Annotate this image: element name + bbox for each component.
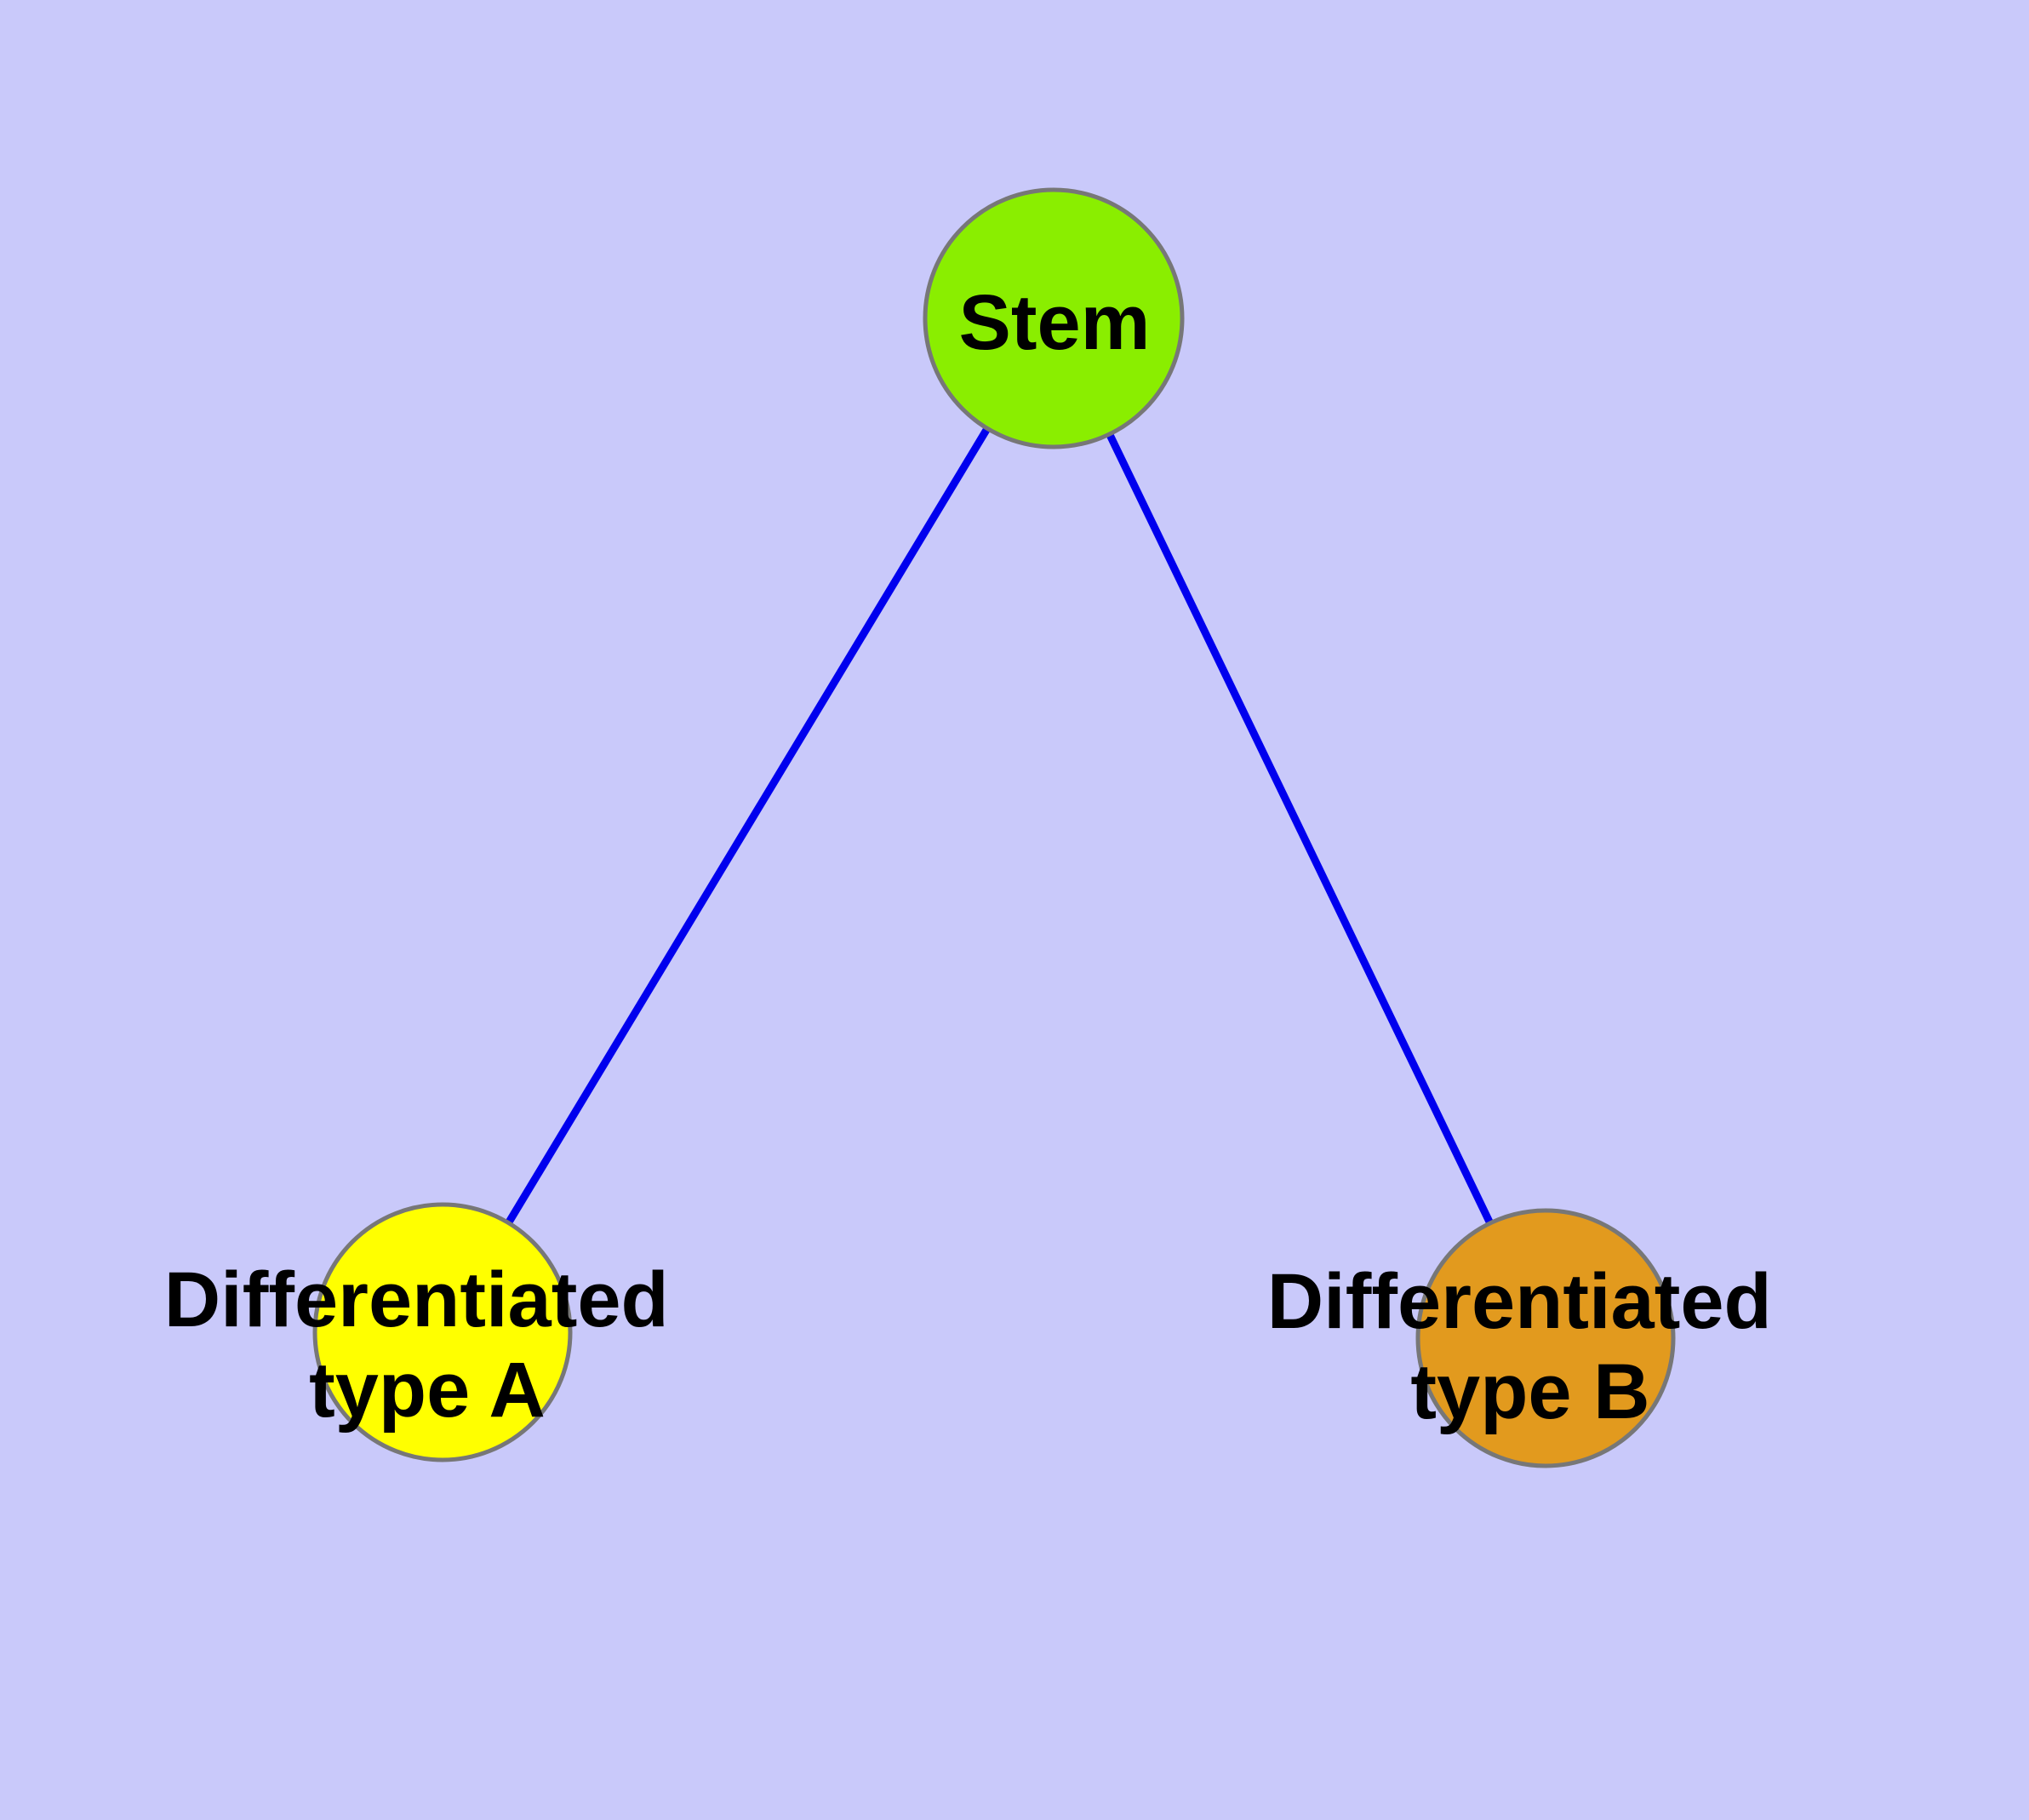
edge-stem-to-type-b [1049, 317, 1550, 1340]
node-stem-label: Stem [959, 279, 1151, 366]
node-differentiated-type-a-label-line-2: type A [309, 1347, 546, 1434]
node-differentiated-type-a-label: Differentiated type A [164, 1256, 691, 1434]
edge-stem-to-type-a [439, 316, 1057, 1335]
node-differentiated-type-b-label-line-2: type B [1410, 1348, 1649, 1435]
node-differentiated-type-b-label: Differentiated type B [1267, 1258, 1794, 1435]
node-differentiated-type-a[interactable] [312, 1202, 573, 1462]
node-stem-label-line: Stem [959, 279, 1151, 366]
node-stem[interactable] [923, 187, 1185, 449]
node-differentiated-type-b-label-line-1: Differentiated [1267, 1258, 1772, 1345]
node-differentiated-type-a-label-line-1: Differentiated [164, 1256, 669, 1343]
node-differentiated-type-b[interactable] [1415, 1208, 1676, 1468]
